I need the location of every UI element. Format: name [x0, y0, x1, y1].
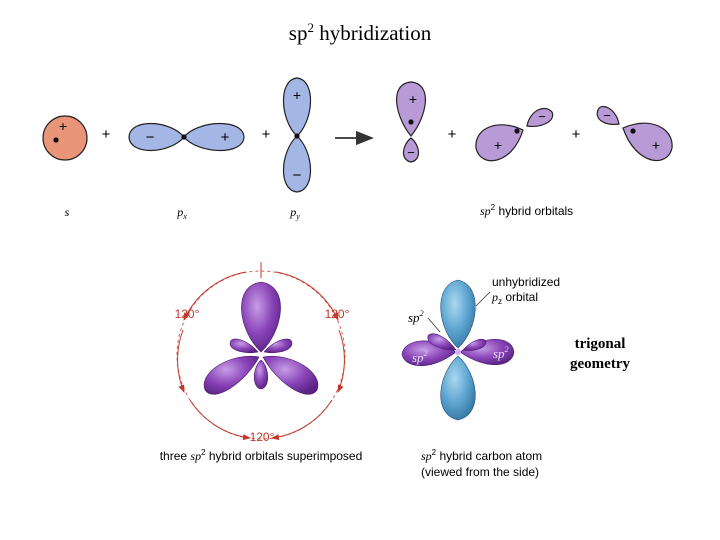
h3-plus: + — [652, 137, 660, 153]
h3-minus: − — [603, 108, 611, 123]
unhybridized-line1: unhybridized — [492, 275, 560, 289]
h1-minus: − — [407, 145, 415, 160]
plus-1: + — [102, 126, 111, 143]
label-hybrid-orbitals: sp2 hybrid orbitals — [480, 203, 573, 218]
label-s: s — [65, 205, 70, 219]
py-minus: − — [293, 167, 302, 184]
h1-plus: + — [409, 91, 417, 107]
s-sign: + — [59, 118, 67, 134]
py-plus: + — [293, 87, 301, 103]
angle-top-left: 120° — [175, 307, 200, 321]
sp2-label-left: sp2 — [412, 349, 428, 365]
sp2-label-top: sp2 — [408, 309, 424, 325]
px-orbital: − + — [128, 122, 245, 152]
trigonal-geometry-note: trigonal geometry — [548, 334, 652, 374]
title-rest: hybridization — [313, 21, 432, 45]
px-minus: − — [146, 129, 155, 146]
caption-carbon-line1: sp2 hybrid carbon atom — [421, 448, 542, 463]
title-sup: 2 — [307, 20, 314, 35]
angle-bottom: 120° — [250, 430, 275, 444]
label-px: px — [176, 205, 187, 221]
caption-superimposed: three sp2 hybrid orbitals superimposed — [160, 448, 363, 463]
carbon-atom-3d — [401, 279, 515, 421]
plus-2: + — [262, 126, 271, 143]
hybrid-orbital-1: + − — [396, 81, 426, 163]
sp2-label-right: sp2 — [493, 345, 509, 361]
angle-top-right: 120° — [325, 307, 350, 321]
h2-plus: + — [494, 137, 502, 153]
hybrid-orbital-2: + − — [475, 107, 554, 162]
h2-minus: − — [538, 109, 546, 124]
superimposed-hybrids — [176, 262, 346, 441]
note-line1: trigonal — [574, 336, 626, 352]
title-base: sp — [288, 21, 308, 45]
px-plus: + — [221, 129, 230, 146]
caption-carbon-line2: (viewed from the side) — [421, 465, 539, 479]
s-orbital: + — [42, 115, 88, 161]
plus-4: + — [572, 126, 581, 143]
plus-3: + — [448, 126, 457, 143]
py-orbital: + − — [282, 77, 312, 193]
slide-title: sp2 hybridization — [0, 20, 720, 46]
label-py: py — [289, 205, 300, 221]
note-line2: geometry — [570, 356, 630, 372]
unhybridized-line2: pz orbital — [491, 290, 538, 306]
hybrid-orbital-3: + − — [596, 105, 673, 162]
